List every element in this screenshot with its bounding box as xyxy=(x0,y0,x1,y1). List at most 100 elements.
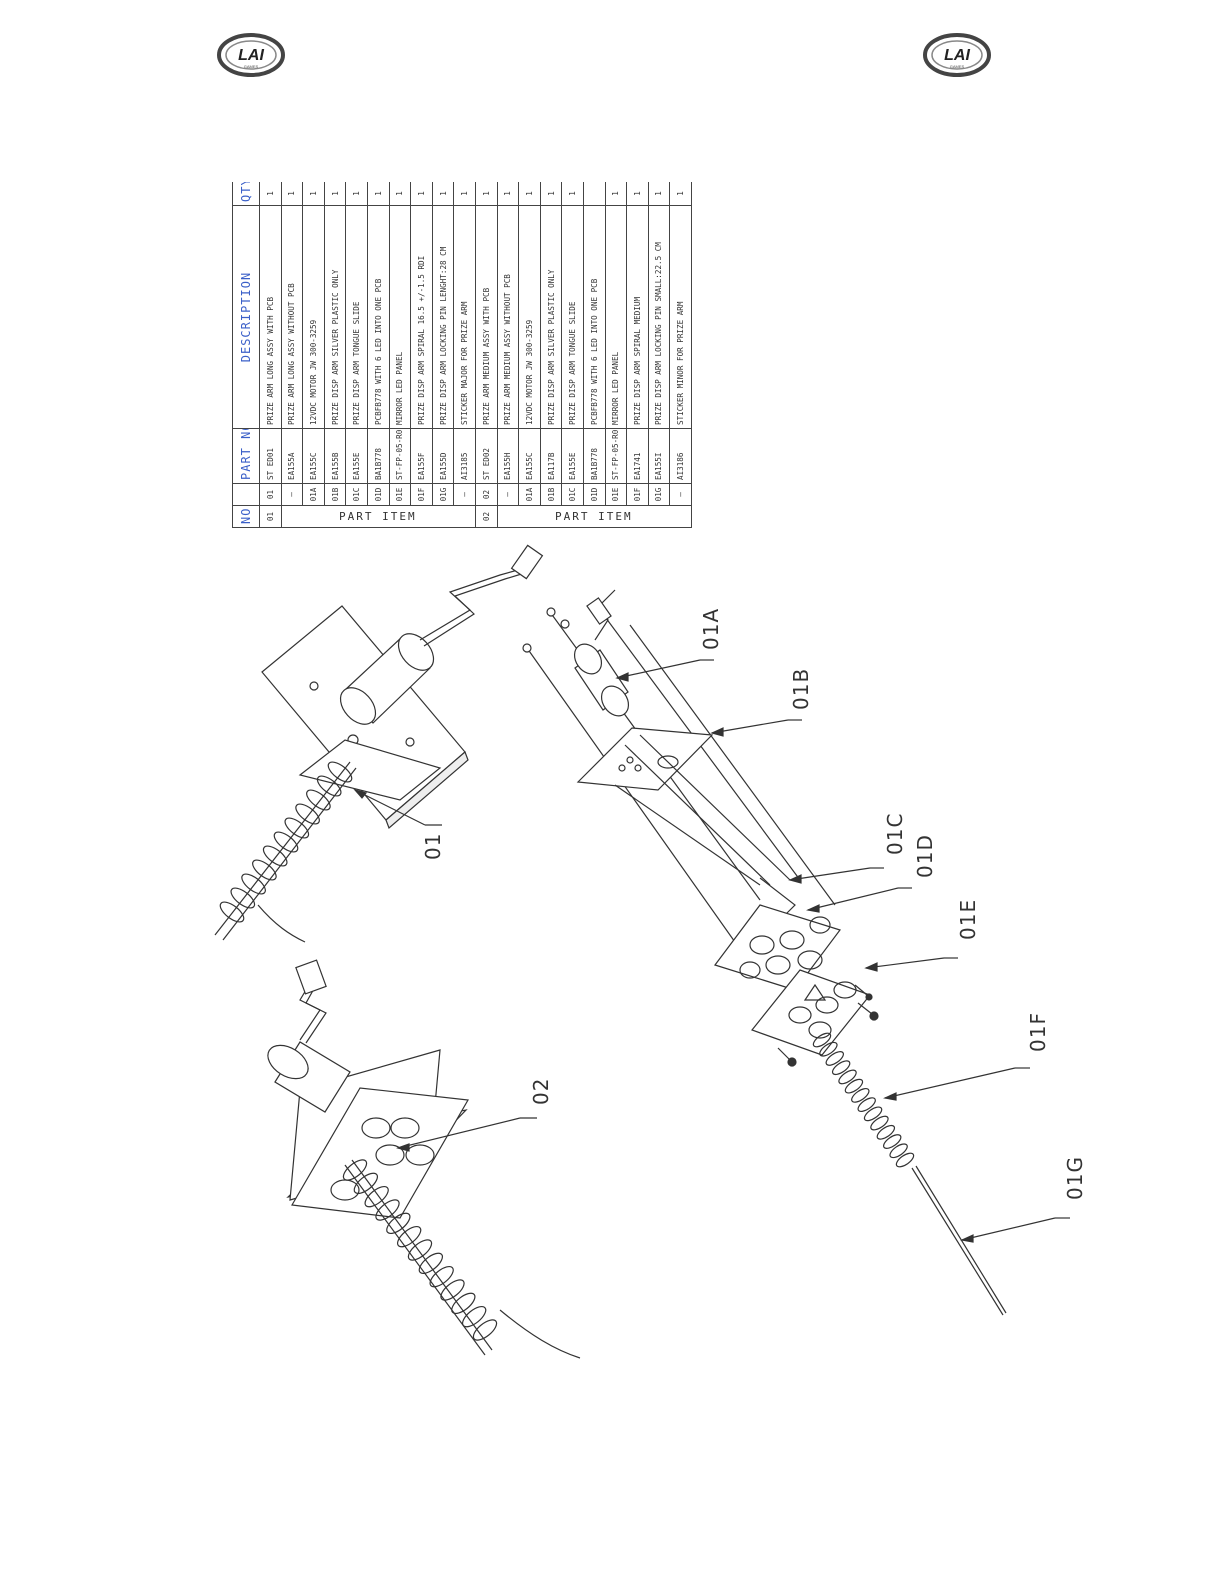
header-qty: QTY xyxy=(232,182,260,206)
row-part-no: AI3186 xyxy=(669,428,692,484)
row-sub-no: — xyxy=(669,483,692,506)
assembly-02 xyxy=(267,959,581,1359)
row-sub-no: 01G xyxy=(432,483,454,506)
spiral-coil xyxy=(219,901,245,923)
spiral-coil xyxy=(316,775,342,797)
row-part-no: EA155C xyxy=(518,428,541,484)
row-sub-no: — xyxy=(281,483,303,506)
logo-subtext: GAMES xyxy=(244,64,259,69)
row-part-no: EA155B xyxy=(324,428,346,484)
row-part-no: ST-FP-05-R0 xyxy=(389,428,411,484)
row-sub-no: 01B xyxy=(324,483,346,506)
row-qty: 1 xyxy=(410,182,433,206)
spiral-coil xyxy=(876,1124,896,1140)
row-part-no: EA155E xyxy=(561,428,584,484)
row-part-no: ST ED02 xyxy=(475,428,498,484)
callout-01G: 01G xyxy=(1063,1156,1087,1200)
row-description: MIRROR LED PANEL xyxy=(389,205,411,429)
row-sub-no: 01D xyxy=(367,483,390,506)
row-description: PRIZE ARM LONG ASSY WITH PCB xyxy=(259,205,282,429)
row-qty: 1 xyxy=(669,182,692,206)
row-description: 12VDC MOTOR JW 300-3259 xyxy=(302,205,325,429)
callout-02: 02 xyxy=(529,1078,553,1105)
spiral-coil xyxy=(870,1115,889,1131)
spiral-coil xyxy=(472,1319,498,1341)
spiral-coil xyxy=(429,1265,454,1288)
row-part-no: EA155F xyxy=(410,428,433,484)
spiral-coil xyxy=(889,1143,908,1159)
spiral-coil xyxy=(252,859,277,881)
spiral-coil xyxy=(895,1152,915,1168)
row-description: PRIZE ARM MEDIUM ASSY WITH PCB xyxy=(475,205,498,429)
row-qty: 1 xyxy=(648,182,670,206)
row-sub-no: 01D xyxy=(583,483,605,506)
spiral-coil xyxy=(461,1305,487,1328)
callout-01: 01 xyxy=(421,833,445,860)
row-part-no: AI3185 xyxy=(453,428,476,484)
spiral-coil xyxy=(327,761,353,783)
group-label: PART ITEM xyxy=(497,505,692,528)
row-sub-no: 01A xyxy=(302,483,325,506)
row-description: PRIZE ARM MEDIUM ASSY WITHOUT PCB xyxy=(497,205,519,429)
row-group-no: 01 xyxy=(259,505,282,528)
spiral-coil xyxy=(375,1199,400,1221)
spiral-coil xyxy=(396,1225,422,1248)
spiral-coil xyxy=(863,1106,883,1122)
spiral-coil xyxy=(844,1078,864,1094)
row-description: PRIZE ARM LONG ASSY WITHOUT PCB xyxy=(281,205,303,429)
row-part-no: ST ED01 xyxy=(259,428,282,484)
logo-subtext: GAMES xyxy=(950,64,965,69)
row-description: PRIZE DISP ARM LOCKING PIN LENGHT:28 CM xyxy=(432,205,454,429)
spiral-coil xyxy=(273,831,299,853)
row-part-no: EA155C xyxy=(302,428,325,484)
row-qty: 1 xyxy=(561,182,584,206)
spiral-coil xyxy=(230,887,256,909)
spiral-coil xyxy=(857,1097,876,1113)
row-sub-no: 01C xyxy=(345,483,368,506)
assembly-01 xyxy=(214,544,544,943)
row-group-no: 02 xyxy=(475,505,498,528)
header-description: DESCRIPTION xyxy=(232,205,260,429)
spiral-coil xyxy=(831,1060,851,1076)
spiral-coil xyxy=(284,817,310,839)
spiral-coil xyxy=(364,1185,389,1208)
row-part-no: ST-FP-05-R0 xyxy=(605,428,627,484)
spiral-coil xyxy=(451,1292,476,1315)
spiral-coil xyxy=(825,1051,844,1066)
row-description: PRIZE DISP ARM SPIRAL 16.5 +/-1.5 RDI xyxy=(410,205,433,429)
row-description: PRIZE DISP ARM SILVER PLASTIC ONLY xyxy=(324,205,346,429)
spiral-coil xyxy=(342,1159,368,1181)
company-logo: LAI GAMES xyxy=(922,30,992,80)
row-qty: 1 xyxy=(324,182,346,206)
header-part-no: PART NO xyxy=(232,428,260,484)
spiral-coil xyxy=(883,1134,902,1149)
row-qty: 1 xyxy=(259,182,282,206)
row-qty: 1 xyxy=(389,182,411,206)
spiral-coil xyxy=(440,1279,465,1301)
callout-01F: 01F xyxy=(1026,1012,1050,1052)
row-description: MIRROR LED PANEL xyxy=(605,205,627,429)
row-description: PCBFB778 WITH 6 LED INTO ONE PCB xyxy=(583,205,605,429)
row-part-no: EA155H xyxy=(497,428,519,484)
row-description: PRIZE DISP ARM TONGUE SLIDE xyxy=(345,205,368,429)
row-sub-no: 01B xyxy=(540,483,562,506)
row-part-no: BA1B778 xyxy=(583,428,605,484)
spiral-coil xyxy=(819,1041,838,1057)
row-qty: 1 xyxy=(475,182,498,206)
row-description: 12VDC MOTOR JW 300-3259 xyxy=(518,205,541,429)
group-label: PART ITEM xyxy=(281,505,476,528)
spiral-coil xyxy=(295,803,320,825)
